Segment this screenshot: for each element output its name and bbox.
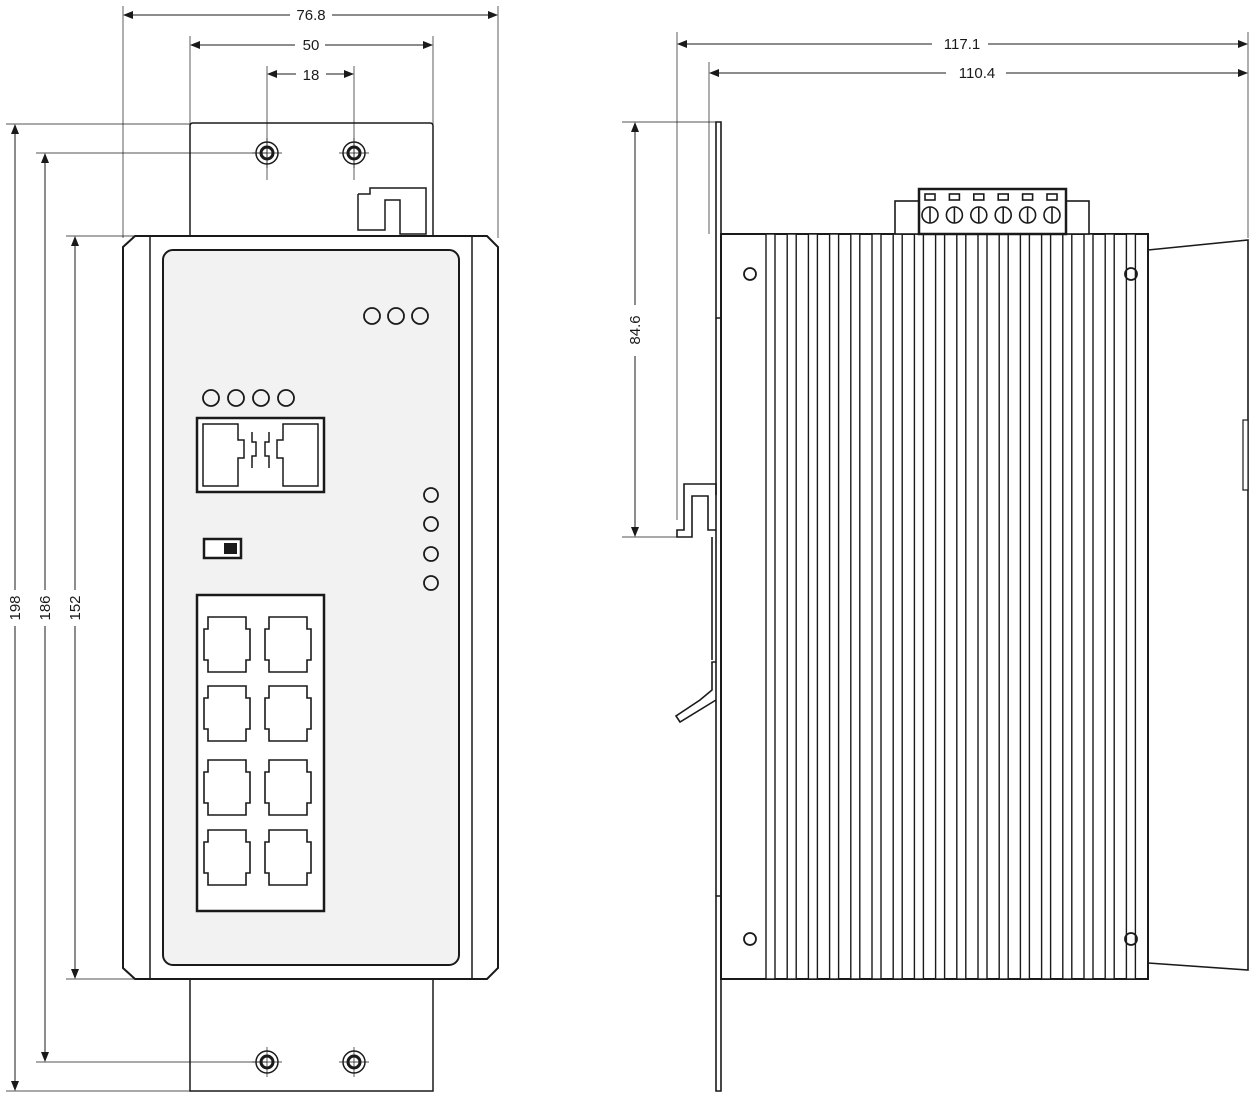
heatsink-fin [956, 233, 967, 980]
led-indicator-icon [202, 389, 220, 407]
heatsink-fin [786, 233, 797, 980]
heatsink-fin [871, 233, 882, 980]
led-indicator-icon [277, 389, 295, 407]
led-indicator-icon [411, 307, 429, 325]
status-leds [423, 487, 439, 591]
rj45-port-icon [264, 759, 312, 816]
side-mounting-plate [715, 121, 722, 1092]
screw-icon [743, 932, 757, 946]
rj45-port-block [195, 593, 326, 913]
led-indicator-icon [252, 389, 270, 407]
heatsink-fin [807, 233, 819, 980]
heatsink-fin [1083, 233, 1094, 980]
screw-icon [1124, 267, 1138, 281]
dim-front-hole-spacing: 18 [303, 67, 320, 84]
side-view: 117.1 110.4 84.6 [622, 32, 1249, 1092]
sfp-port-block [195, 416, 326, 494]
terminal-block [894, 187, 1090, 236]
heatsink-fin [1104, 233, 1115, 980]
dim-front-height-holes: 186 [37, 595, 54, 620]
dim-side-depth-overall: 117.1 [944, 36, 980, 53]
led-indicator-icon [423, 575, 439, 591]
heatsink-fin [892, 233, 903, 980]
heatsink-fin [913, 233, 925, 980]
rj45-port-icon [203, 616, 251, 673]
heatsink-fin [1019, 233, 1031, 980]
terminal-screw-icon [994, 193, 1013, 224]
rj45-port-icon [203, 829, 251, 886]
led-indicator-icon [363, 307, 381, 325]
terminal-screw-icon [969, 193, 988, 224]
mounting-holes [252, 138, 369, 1077]
screw-icon [1124, 932, 1138, 946]
side-dimension-lines [631, 40, 1248, 537]
terminal-screw-icon [945, 193, 964, 224]
dim-side-din-offset: 84.6 [627, 315, 644, 344]
dim-front-width-mount: 50 [303, 37, 320, 54]
din-rail-clip [674, 483, 717, 724]
rj45-port-icon [203, 685, 251, 742]
dim-front-height-overall: 198 [7, 595, 24, 620]
sfp-port-icon [276, 423, 319, 487]
heatsink-fin [765, 233, 776, 980]
terminal-screw-icon [921, 193, 939, 224]
terminal-screw-icon [1018, 193, 1037, 224]
heatsink-fin [828, 233, 840, 980]
heatsink-fin [977, 233, 988, 980]
rj45-port-icon [264, 685, 312, 742]
side-housing [720, 233, 1249, 980]
led-indicator-icon [423, 516, 439, 532]
rj45-port-icon [203, 759, 251, 816]
top-leds [363, 307, 429, 325]
dim-front-width-overall: 76.8 [296, 7, 325, 24]
rj45-port-icon [264, 829, 312, 886]
dip-switch [202, 537, 243, 560]
front-dimension-lines [11, 11, 498, 1091]
heatsink-fin [1040, 233, 1052, 980]
mounting-plates [189, 122, 434, 1092]
led-indicator-icon [387, 307, 405, 325]
rj45-port-icon [264, 616, 312, 673]
led-indicator-icon [423, 546, 439, 562]
plate-clip [357, 187, 427, 235]
heatsink-fin [998, 233, 1009, 980]
front-view: 76.8 50 18 198 186 152 [6, 6, 499, 1092]
dim-front-height-body: 152 [67, 595, 84, 620]
heatsink-fin [850, 233, 861, 980]
terminal-screw-icon [1043, 193, 1061, 224]
sfp-leds [202, 389, 295, 407]
dim-side-depth-body: 110.4 [959, 65, 995, 82]
heatsink-fin [934, 233, 946, 980]
heatsink-fin [1062, 233, 1073, 980]
screw-icon [743, 267, 757, 281]
sfp-port-icon [202, 423, 245, 487]
led-indicator-icon [423, 487, 439, 503]
led-indicator-icon [227, 389, 245, 407]
side-screws [743, 267, 1138, 946]
heatsink-fin [1125, 233, 1137, 980]
